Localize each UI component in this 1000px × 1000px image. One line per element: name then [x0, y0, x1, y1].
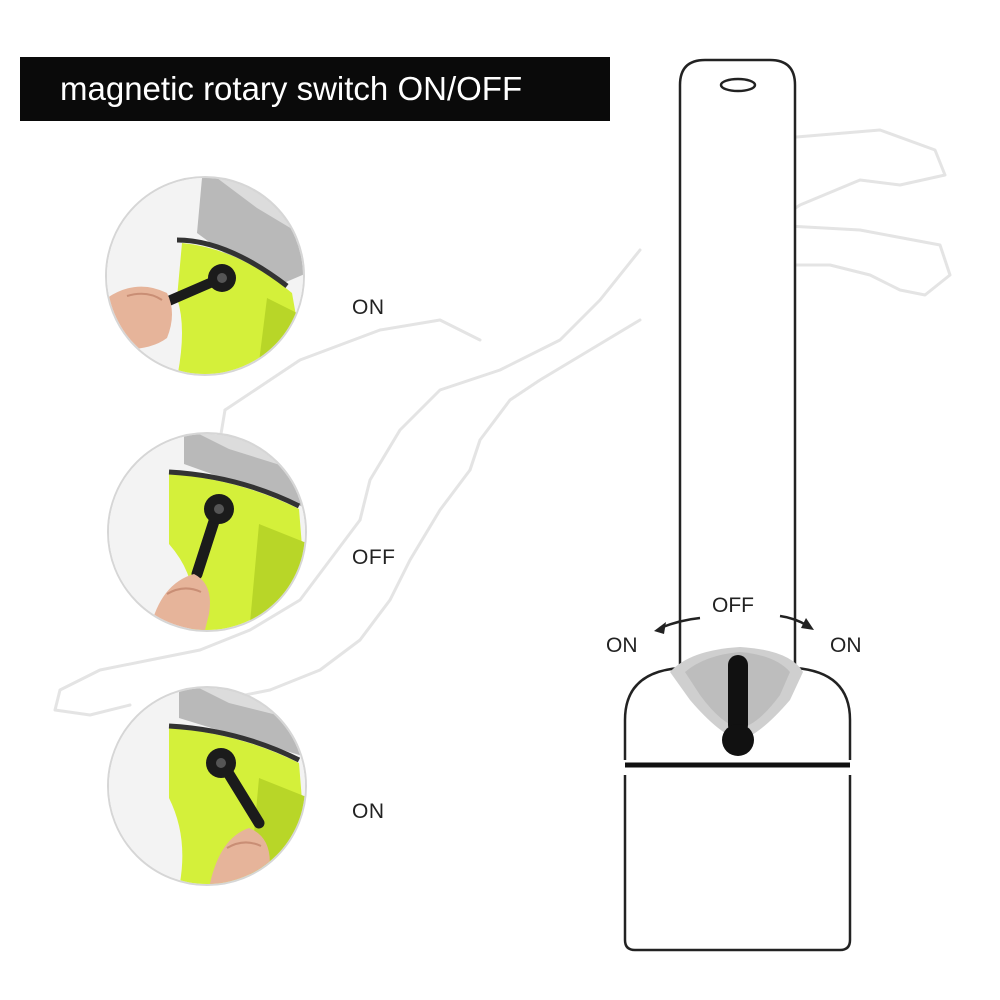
rotary-lever-icon [722, 655, 754, 756]
diagram-label-on-right: ON [830, 634, 862, 657]
arrow-left-head-icon [654, 622, 666, 634]
arrow-right-head-icon [801, 618, 814, 630]
photo-label-on-bottom: ON [352, 800, 385, 823]
title-banner: magnetic rotary switch ON/OFF [20, 57, 610, 121]
lanyard-hole-icon [719, 77, 757, 93]
flashlight-outline [623, 58, 852, 952]
photo-label-off: OFF [352, 546, 396, 569]
photo-label-on-top: ON [352, 296, 385, 319]
diagram-label-on-left: ON [606, 634, 638, 657]
switch-photo-on-left [105, 176, 305, 376]
diagram-label-off: OFF [712, 594, 754, 617]
